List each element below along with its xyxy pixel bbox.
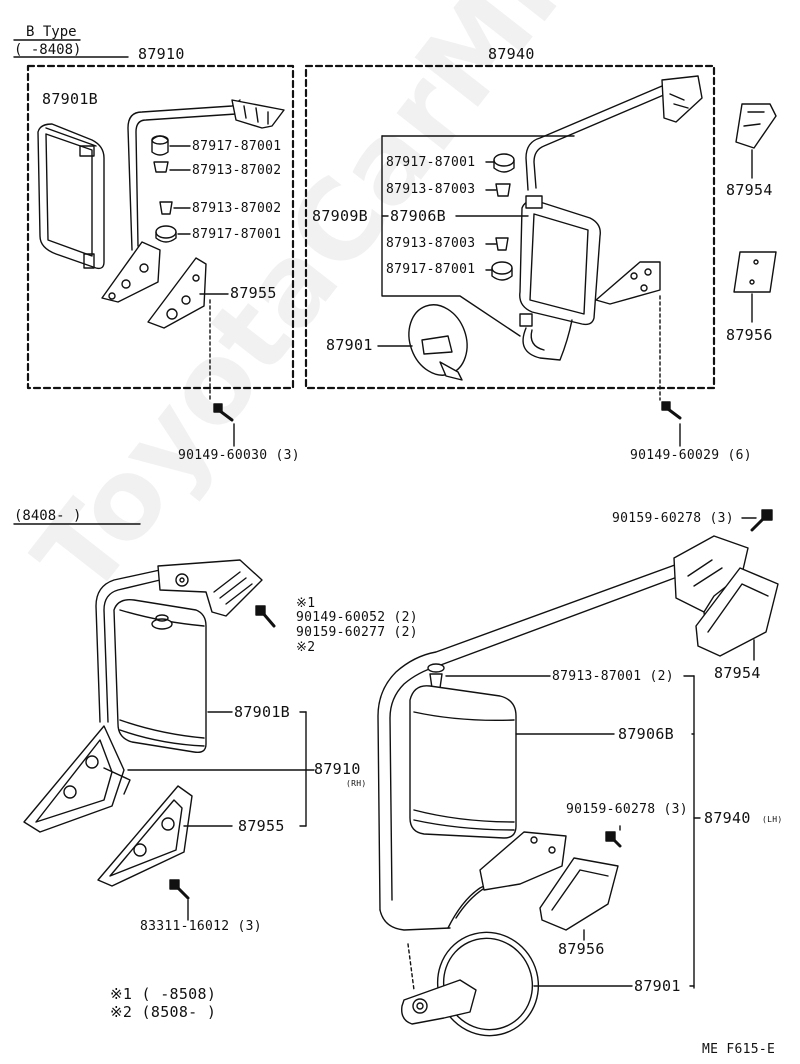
- part-87954-top: 87954: [726, 181, 773, 199]
- assembly-87940-bottom: 87940: [704, 809, 751, 827]
- range-top: ( -8408): [14, 42, 82, 58]
- range-bottom: (8408- ): [14, 508, 82, 524]
- note1-mark-bl: ※1: [296, 596, 316, 611]
- part-87917-87001-c: 87917-87001: [386, 155, 476, 170]
- part-87913-87002-a: 87913-87002: [192, 163, 282, 178]
- note2-mark-bl: ※2: [296, 640, 316, 655]
- rh-label: (RH): [346, 779, 367, 788]
- assembly-87940: 87940: [488, 45, 535, 63]
- assembly-87910-bottom: 87910: [314, 760, 361, 778]
- screw-90159-60278-top: 90159-60278 (3): [612, 511, 734, 526]
- screw-90149-60029: 90149-60029 (6): [630, 448, 752, 463]
- part-87913-87001: 87913-87001 (2): [552, 669, 674, 684]
- part-87956-top: 87956: [726, 326, 773, 344]
- part-87955: 87955: [230, 284, 277, 302]
- part-87906b-bottom: 87906B: [618, 725, 674, 743]
- part-87955-bottom: 87955: [238, 817, 285, 835]
- lh-label: (LH): [762, 815, 783, 824]
- part-87901-bottom: 87901: [634, 977, 681, 995]
- part-87906b-top: 87906B: [390, 207, 446, 225]
- screw-83311-16012: 83311-16012 (3): [140, 919, 262, 934]
- part-87913-87002-b: 87913-87002: [192, 201, 282, 216]
- part-87913-87003-a: 87913-87003: [386, 182, 476, 197]
- screw-90159-60277: 90159-60277 (2): [296, 625, 418, 640]
- screw-90149-60052: 90149-60052 (2): [296, 610, 418, 625]
- part-87956-bottom: 87956: [558, 940, 605, 958]
- part-87917-87001-b: 87917-87001: [192, 227, 282, 242]
- part-87913-87003-b: 87913-87003: [386, 236, 476, 251]
- part-87901b: 87901B: [42, 90, 98, 108]
- part-87909b: 87909B: [312, 207, 368, 225]
- note-1: ※1 ( -8508): [110, 985, 217, 1003]
- part-87901-top: 87901: [326, 336, 373, 354]
- diagram-code: ME F615-E: [702, 1042, 776, 1057]
- assembly-87910: 87910: [138, 45, 185, 63]
- b-type-header: B Type: [26, 24, 77, 40]
- part-87917-87001-a: 87917-87001: [192, 139, 282, 154]
- screw-90149-60030: 90149-60030 (3): [178, 448, 300, 463]
- note-2: ※2 (8508- ): [110, 1003, 217, 1021]
- part-87917-87001-d: 87917-87001: [386, 262, 476, 277]
- part-87954-bottom: 87954: [714, 664, 761, 682]
- part-87901b-bottom: 87901B: [234, 703, 290, 721]
- screw-90159-60278-mid: 90159-60278 (3): [566, 802, 688, 817]
